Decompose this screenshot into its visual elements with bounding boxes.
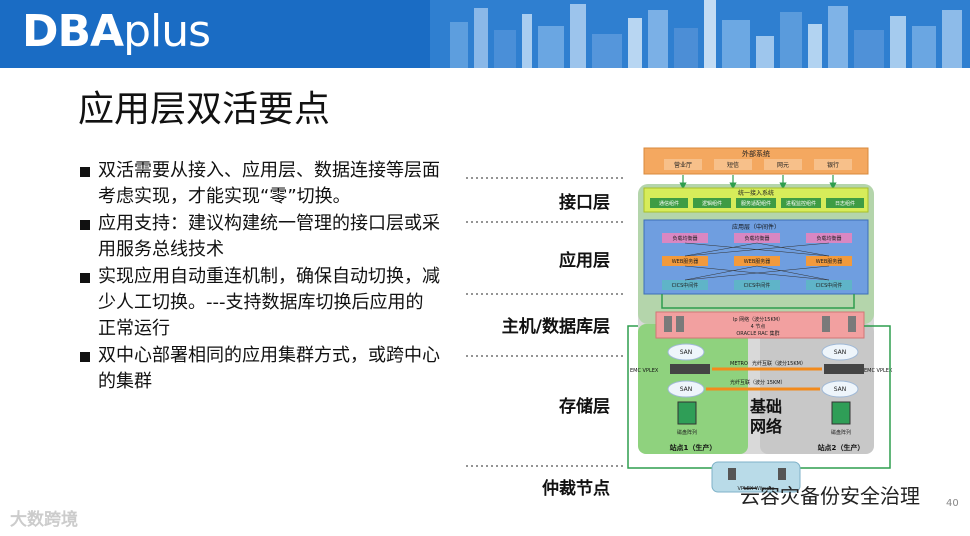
san-label: SAN — [680, 349, 693, 356]
access-item-label: 逻辑组件 — [702, 200, 722, 207]
db-network-label: Ip 网络（波分15KM） — [733, 316, 783, 323]
cics-label: CICS中间件 — [672, 282, 699, 289]
access-item-label: 通信组件 — [659, 200, 679, 207]
bullet-square-icon — [80, 273, 90, 283]
bullet-list: 双活需要从接入、应用层、数据连接等层面考虑实现，才能实现“零”切换。 应用支持：… — [80, 158, 440, 396]
dbaplus-logo: DBAplus — [22, 6, 210, 57]
site1-label: 站点1（生产） — [670, 443, 717, 452]
web-server-label: WEB服务器 — [744, 258, 771, 265]
metro-label: METRO — [730, 361, 748, 367]
page-title: 应用层双活要点 — [78, 80, 330, 132]
san-label: SAN — [680, 386, 693, 393]
external-item-label: 营业厅 — [674, 161, 692, 169]
web-server-label: WEB服务器 — [672, 258, 699, 265]
server-icon — [728, 468, 736, 480]
watermark-right: 云容灾备份安全治理 — [740, 480, 920, 509]
bullet-square-icon — [80, 220, 90, 230]
layer-label-storage: 存储层 — [559, 396, 610, 417]
page-number: 40 — [946, 498, 959, 509]
access-item-label: 日志组件 — [835, 200, 855, 207]
basic-network-label-1: 基础 — [749, 397, 782, 416]
san-label: SAN — [834, 386, 847, 393]
external-item-label: 网元 — [777, 162, 789, 169]
external-item-label: 银行 — [827, 161, 839, 169]
server-icon — [822, 316, 830, 332]
server-icon — [778, 468, 786, 480]
access-item-label: 进程监控组件 — [786, 200, 816, 207]
san-label: SAN — [834, 349, 847, 356]
vplex-device-icon — [824, 364, 864, 374]
external-item-label: 短信 — [727, 161, 739, 169]
layer-label-interface: 接口层 — [559, 192, 610, 213]
vplex-left-label: EMC VPLEX — [630, 368, 659, 374]
access-item-label: 服务适配组件 — [741, 200, 771, 207]
watermark-left: 大数跨境 — [10, 505, 78, 530]
external-system-title: 外部系统 — [742, 149, 770, 158]
db-nodes-label: 4 节点 — [751, 324, 766, 330]
web-server-label: WEB服务器 — [816, 258, 843, 265]
vplex-right-label: EMC VPLEX — [864, 368, 893, 374]
bullet-item: 实现应用自动重连机制，确保自动切换，减少人工切换。---支持数据库切换后应用的正… — [80, 264, 440, 342]
disk-array-icon — [678, 402, 696, 424]
layer-label-application: 应用层 — [559, 250, 610, 271]
city-skyline-image — [430, 0, 970, 68]
basic-network-label-2: 网络 — [750, 417, 782, 436]
server-icon — [664, 316, 672, 332]
server-icon — [676, 316, 684, 332]
bullet-item: 双中心部署相同的应用集群方式，或跨中心的集群 — [80, 343, 440, 395]
site2-label: 站点2（生产） — [818, 443, 865, 452]
db-rac-label: ORACLE RAC 集群 — [736, 330, 779, 337]
bullet-square-icon — [80, 167, 90, 177]
layer-label-host-db: 主机/数据库层 — [502, 316, 610, 337]
cics-label: CICS中间件 — [816, 282, 843, 289]
disk-array-label: 磁盘阵列 — [677, 429, 697, 436]
bullet-item: 双活需要从接入、应用层、数据连接等层面考虑实现，才能实现“零”切换。 — [80, 158, 440, 210]
bullet-item: 应用支持：建议构建统一管理的接口层或采用服务总线技术 — [80, 211, 440, 263]
server-icon — [848, 316, 856, 332]
fiber-link-label: 光纤互联（波分15KM） — [752, 360, 806, 367]
cics-label: CICS中间件 — [744, 282, 771, 289]
header-banner: DBAplus — [0, 0, 970, 68]
layer-label-witness: 仲裁节点 — [542, 478, 610, 499]
disk-array-icon — [832, 402, 850, 424]
bullet-square-icon — [80, 352, 90, 362]
access-system-title: 统一接入系统 — [738, 189, 774, 197]
vplex-device-icon — [670, 364, 710, 374]
application-layer-title: 应用层（中间件） — [732, 223, 780, 231]
fiber-link-label: 光纤互联（波分 15KM） — [730, 379, 786, 386]
load-balancer-label: 负载均衡器 — [816, 235, 841, 242]
architecture-diagram: 接口层 应用层 主机/数据库层 存储层 仲裁节点 外部系统 营业厅 短信 网元 … — [460, 144, 930, 504]
load-balancer-label: 负载均衡器 — [744, 235, 769, 242]
disk-array-label: 磁盘阵列 — [831, 429, 851, 436]
load-balancer-label: 负载均衡器 — [672, 235, 697, 242]
